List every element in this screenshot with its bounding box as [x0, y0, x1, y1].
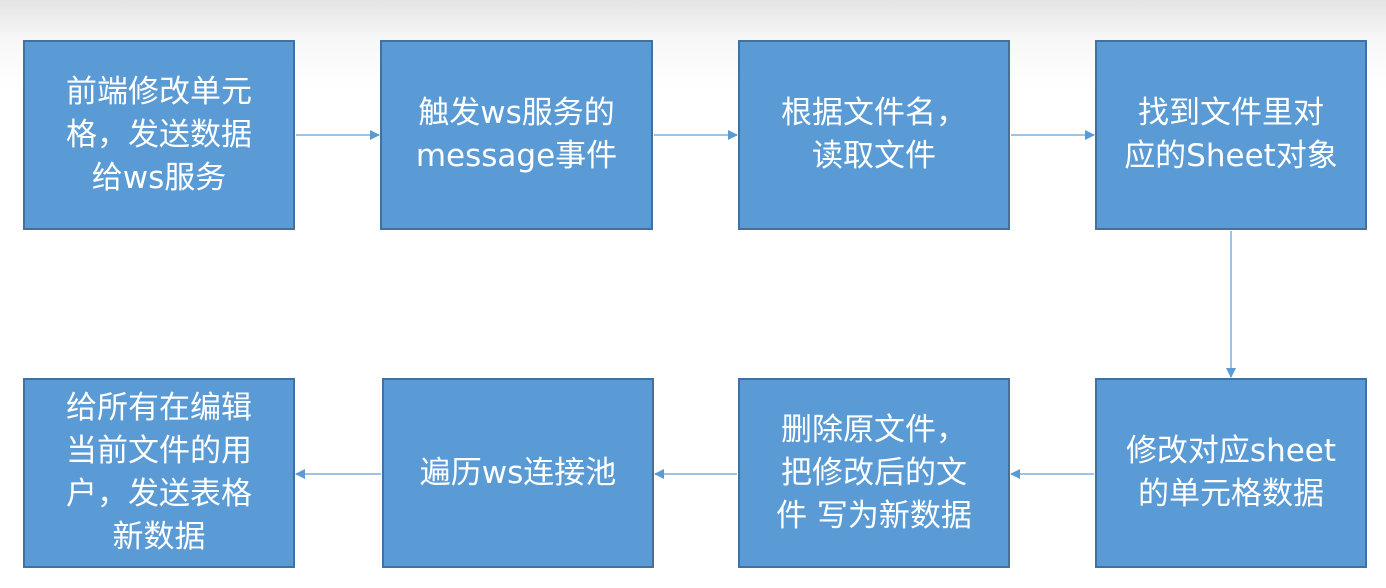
step-label: 遍历ws连接池: [419, 454, 617, 491]
step-label: 触发ws服务的 message事件: [415, 95, 618, 174]
step-label: 给所有在编辑 当前文件的用 户，发送表格 新数据: [66, 390, 252, 555]
step-find-sheet-object: 找到文件里对 应的Sheet对象: [1095, 40, 1367, 230]
step-modify-sheet-cell: 修改对应sheet 的单元格数据: [1095, 378, 1367, 568]
step-label: 修改对应sheet 的单元格数据: [1125, 433, 1337, 512]
step-label: 找到文件里对 应的Sheet对象: [1124, 95, 1338, 174]
step-label: 前端修改单元 格，发送数据 给ws服务: [66, 73, 252, 196]
step-trigger-message-event: 触发ws服务的 message事件: [380, 40, 653, 230]
step-rewrite-file: 删除原文件， 把修改后的文 件 写为新数据: [738, 378, 1010, 568]
step-label: 删除原文件， 把修改后的文 件 写为新数据: [776, 411, 972, 534]
step-broadcast-new-data: 给所有在编辑 当前文件的用 户，发送表格 新数据: [23, 378, 295, 568]
step-iterate-ws-pool: 遍历ws连接池: [382, 378, 654, 568]
step-frontend-edit-cell: 前端修改单元 格，发送数据 给ws服务: [23, 40, 295, 230]
step-label: 根据文件名， 读取文件: [781, 95, 967, 174]
step-read-file: 根据文件名， 读取文件: [738, 40, 1010, 230]
